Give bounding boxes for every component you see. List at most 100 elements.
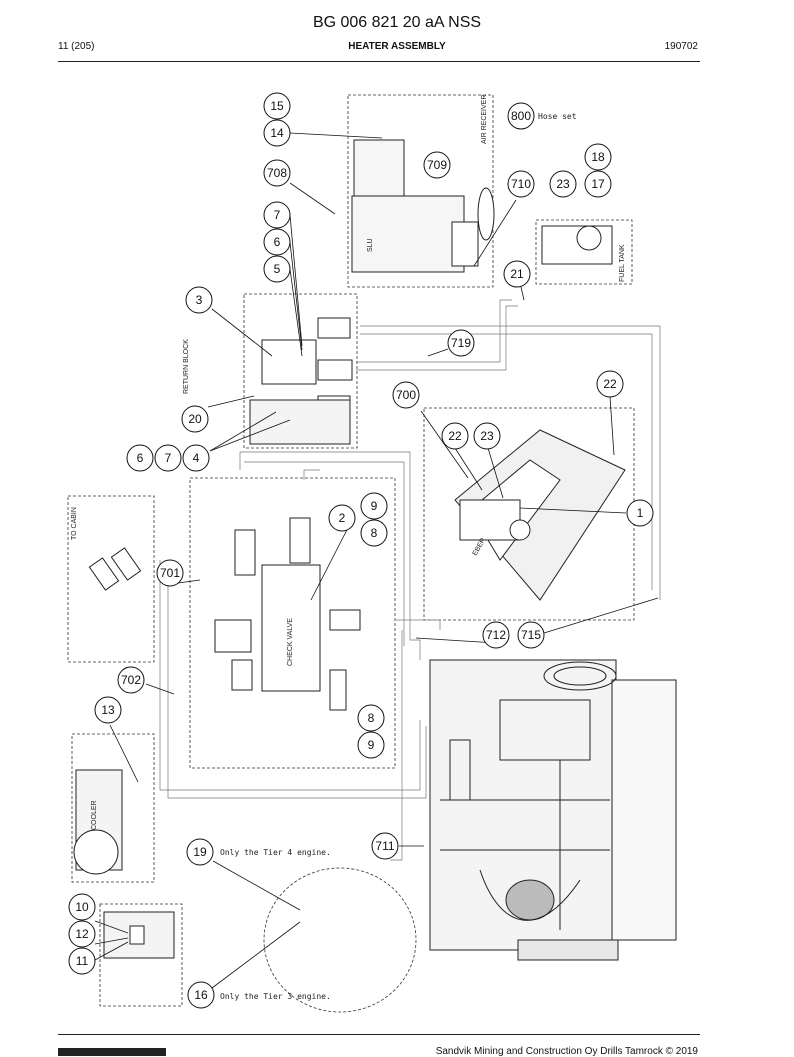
hose-set-note: Hose set xyxy=(538,112,577,121)
svg-text:6: 6 xyxy=(137,451,144,465)
svg-text:2: 2 xyxy=(339,511,346,525)
callout: 12 xyxy=(68,920,96,948)
svg-text:712: 712 xyxy=(486,628,506,642)
callout: 1 xyxy=(626,499,654,527)
svg-text:5: 5 xyxy=(274,262,281,276)
callout: 700 xyxy=(392,381,420,409)
svg-text:22: 22 xyxy=(603,377,617,391)
svg-text:711: 711 xyxy=(375,839,394,853)
cooler-label: COOLER xyxy=(91,800,98,830)
callout: 11 xyxy=(68,947,96,975)
callout: 708 xyxy=(263,159,291,187)
svg-text:17: 17 xyxy=(591,177,605,191)
tier3-note: Only the Tier 3 engine. xyxy=(220,992,331,1001)
section-title: HEATER ASSEMBLY xyxy=(348,41,446,52)
callout: 4 xyxy=(182,444,210,472)
to-cabin-label: TO CABIN xyxy=(71,507,78,540)
callout: 23 xyxy=(473,422,501,450)
svg-text:4: 4 xyxy=(193,451,200,465)
svg-text:719: 719 xyxy=(451,336,471,350)
fuel-tank-label: FUEL TANK xyxy=(619,244,626,282)
svg-text:11: 11 xyxy=(76,954,89,968)
tier4-note: Only the Tier 4 engine. xyxy=(220,848,331,857)
slu-label: SLU xyxy=(367,238,374,252)
svg-text:23: 23 xyxy=(480,429,494,443)
cooler xyxy=(73,769,123,875)
svg-text:20: 20 xyxy=(188,412,202,426)
callout: 7 xyxy=(154,444,182,472)
svg-text:8: 8 xyxy=(368,711,375,725)
callout: 21 xyxy=(503,260,531,288)
leader-lines xyxy=(94,132,659,989)
svg-text:7: 7 xyxy=(165,451,172,465)
svg-text:14: 14 xyxy=(270,126,284,140)
callout: 15 xyxy=(263,92,291,120)
callout: 3 xyxy=(185,286,213,314)
return-block-box xyxy=(243,293,358,449)
svg-text:710: 710 xyxy=(511,177,531,191)
tier3-detail-circle xyxy=(263,867,417,1013)
callout: 800 xyxy=(507,102,535,130)
callout: 711 xyxy=(371,832,399,860)
air-receiver-label: AIR RECEIVER xyxy=(481,95,488,144)
svg-text:700: 700 xyxy=(396,388,416,402)
callout: 13 xyxy=(94,696,122,724)
page-number: 11 (205) xyxy=(58,41,95,52)
return-block-label: RETURN BLOCK xyxy=(183,339,190,394)
callout: 6 xyxy=(263,228,291,256)
callout: 16 xyxy=(187,981,215,1009)
callout: 2 xyxy=(328,504,356,532)
callout: 20 xyxy=(181,405,209,433)
engine-drawing xyxy=(429,659,677,961)
svg-text:701: 701 xyxy=(160,566,180,580)
svg-text:13: 13 xyxy=(101,703,115,717)
header-rule xyxy=(58,61,700,62)
svg-text:8: 8 xyxy=(371,526,378,540)
document-title: BG 006 821 20 aA NSS xyxy=(312,14,482,31)
callout: 710 xyxy=(507,170,535,198)
svg-text:7: 7 xyxy=(274,208,281,222)
air-receiver-box xyxy=(347,94,494,288)
svg-text:15: 15 xyxy=(270,99,284,113)
callout: 709 xyxy=(423,151,451,179)
callout: 8 xyxy=(360,519,388,547)
callout: 719 xyxy=(447,329,475,357)
callout: 23 xyxy=(549,170,577,198)
check-valve-block xyxy=(214,517,361,711)
callout: 18 xyxy=(584,143,612,171)
callout: 701 xyxy=(156,559,184,587)
air-receiver xyxy=(351,139,495,273)
callout: 715 xyxy=(517,621,545,649)
connector xyxy=(103,911,175,959)
svg-text:6: 6 xyxy=(274,235,281,249)
svg-text:702: 702 xyxy=(121,673,141,687)
sandvik-logo xyxy=(58,1048,166,1056)
callout: 7 xyxy=(263,201,291,229)
callout: 9 xyxy=(360,492,388,520)
component-boxes xyxy=(67,94,635,1013)
svg-text:708: 708 xyxy=(267,166,287,180)
callout: 6 xyxy=(126,444,154,472)
callout: 22 xyxy=(441,422,469,450)
svg-text:715: 715 xyxy=(521,628,541,642)
callout: 14 xyxy=(263,119,291,147)
svg-text:3: 3 xyxy=(196,293,203,307)
svg-text:800: 800 xyxy=(511,109,531,123)
callout: 22 xyxy=(596,370,624,398)
svg-text:12: 12 xyxy=(75,927,89,941)
check-valve-label: CHECK VALVE xyxy=(287,618,294,666)
callout: 19 xyxy=(186,838,214,866)
svg-text:23: 23 xyxy=(556,177,570,191)
fuel-tank-box xyxy=(535,219,633,285)
connector-box xyxy=(99,903,183,1007)
svg-text:18: 18 xyxy=(591,150,605,164)
callout: 702 xyxy=(117,666,145,694)
svg-text:22: 22 xyxy=(448,429,462,443)
callout: 712 xyxy=(482,621,510,649)
svg-text:709: 709 xyxy=(427,158,447,172)
cooler-box xyxy=(71,733,155,883)
check-valve-box xyxy=(189,477,396,769)
footer-rule xyxy=(58,1034,700,1035)
callout: 9 xyxy=(357,731,385,759)
